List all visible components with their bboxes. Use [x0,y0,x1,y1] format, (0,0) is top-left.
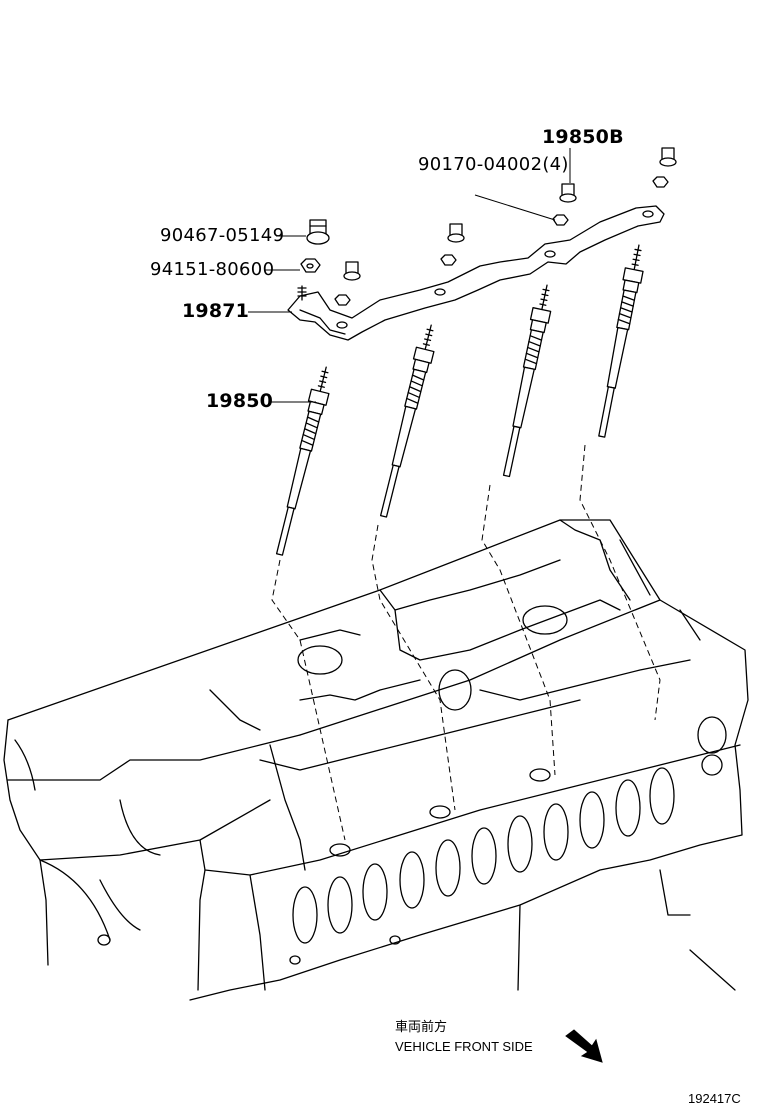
glow-plug-connector-bar [287,205,665,341]
leader-lines [248,148,571,403]
part-label-19850: 19850 [206,390,274,412]
glow-plug-19850 [275,244,644,556]
figure-id: 192417C [688,1091,741,1106]
part-label-19871: 19871 [182,300,250,322]
part-label-19850b: 19850B [542,126,624,148]
part-label-94151-80600: 94151-80600 [150,259,275,280]
part-label-90170-04002: 90170-04002(4) [418,154,569,175]
exhaust-ports [292,716,727,944]
direction-label-jp: 車両前方 [395,1019,448,1034]
part-label-90467-05149: 90467-05149 [160,225,285,246]
cylinder-head [3,519,749,1001]
direction-label-en: VEHICLE FRONT SIDE [395,1039,533,1054]
fasteners [300,147,677,306]
installation-guides [271,444,661,841]
vehicle-front-arrow-icon [565,1029,603,1063]
